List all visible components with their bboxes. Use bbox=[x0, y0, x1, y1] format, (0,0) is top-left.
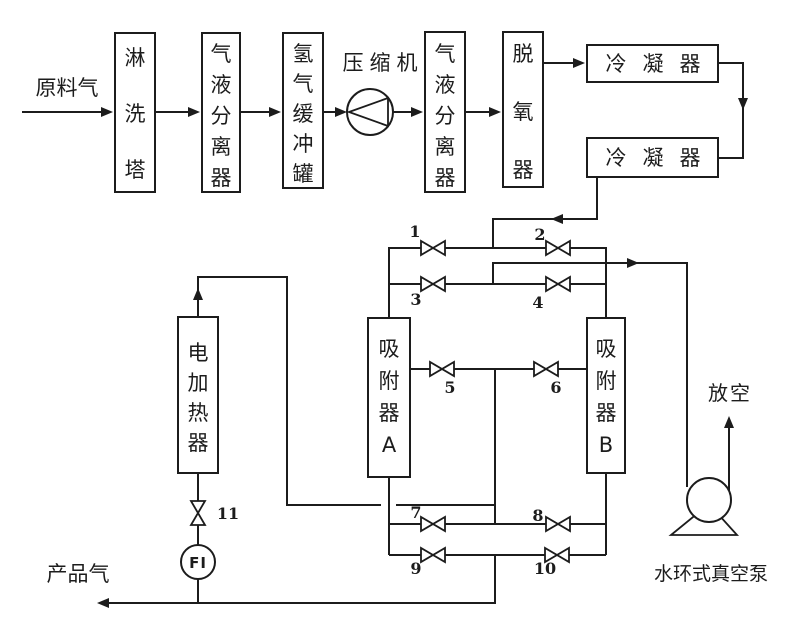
label-valve-10: 10 bbox=[534, 559, 556, 578]
separator1-box bbox=[201, 32, 241, 193]
label-condenser2: 冷凝器 bbox=[606, 146, 701, 170]
label-separator2: 气液分离器 bbox=[435, 42, 456, 190]
label-valve-1: 1 bbox=[409, 222, 420, 241]
arrow-into-condenser1 bbox=[573, 58, 585, 68]
label-valve-8: 8 bbox=[532, 506, 543, 525]
valve-10 bbox=[544, 546, 570, 564]
label-valve-7: 7 bbox=[410, 503, 421, 522]
label-valve-9: 9 bbox=[410, 559, 421, 578]
valve-1 bbox=[420, 239, 446, 257]
arrow-heater-outlet bbox=[193, 288, 203, 300]
arrow-to-vacuum-line bbox=[627, 258, 639, 268]
heater-box bbox=[177, 316, 219, 474]
label-product-gas: 产品气 bbox=[47, 562, 110, 586]
label-valve-4: 4 bbox=[532, 293, 543, 312]
washing-tower-box bbox=[114, 32, 156, 193]
label-valve-5: 5 bbox=[444, 378, 455, 397]
arrow-into-compressor bbox=[335, 107, 347, 117]
label-valve-3: 3 bbox=[410, 290, 421, 309]
flow-indicator-symbol bbox=[180, 544, 216, 580]
valve-9 bbox=[420, 546, 446, 564]
arrow-product-out bbox=[97, 598, 109, 608]
pipe-product-outlet bbox=[103, 555, 496, 604]
buffer-tank-box bbox=[282, 32, 324, 189]
arrow-vent-up bbox=[724, 416, 734, 428]
valve-4 bbox=[545, 275, 571, 293]
arrow-feed-into-tower bbox=[101, 107, 113, 117]
deoxidizer-box bbox=[502, 31, 544, 188]
label-washing-tower: 淋洗塔 bbox=[125, 46, 146, 182]
label-vacuum-pump: 水环式真空泵 bbox=[654, 563, 768, 585]
valve-8 bbox=[545, 515, 571, 533]
pipe-condenser2-to-feed-header bbox=[492, 177, 598, 248]
label-vent: 放空 bbox=[708, 381, 752, 405]
label-separator1: 气液分离器 bbox=[211, 42, 232, 190]
label-valve-11: 11 bbox=[217, 504, 239, 523]
arrow-to-feed-header bbox=[551, 214, 563, 224]
valve-11 bbox=[189, 500, 207, 526]
arrow-into-deoxidizer bbox=[489, 107, 501, 117]
valve-7 bbox=[420, 515, 446, 533]
condenser1-box bbox=[586, 44, 719, 83]
compressor-symbol bbox=[346, 88, 394, 136]
label-flow-indicator: FI bbox=[189, 554, 207, 572]
valve-5 bbox=[429, 360, 455, 378]
separator2-box bbox=[424, 31, 466, 193]
arrow-into-condenser2 bbox=[738, 98, 748, 110]
compressor-triangle-icon bbox=[346, 96, 389, 128]
arrow-into-separator1 bbox=[188, 107, 200, 117]
label-deoxidizer: 脱氧器 bbox=[513, 42, 534, 182]
label-feed-gas: 原料气 bbox=[36, 76, 99, 100]
label-heater: 电加热器 bbox=[188, 341, 209, 455]
label-buffer-tank: 氢气缓冲罐 bbox=[293, 42, 314, 186]
pipe-evac-to-vacuum-pump bbox=[492, 262, 688, 487]
vacuum-pump-symbol bbox=[686, 477, 732, 523]
label-valve-2: 2 bbox=[534, 225, 545, 244]
valve-3 bbox=[420, 275, 446, 293]
arrow-into-buffer bbox=[269, 107, 281, 117]
adsorber-b-box bbox=[586, 317, 626, 474]
valve-2 bbox=[545, 239, 571, 257]
pipe-heater-loop bbox=[197, 276, 381, 506]
valve-6 bbox=[533, 360, 559, 378]
label-condenser1: 冷凝器 bbox=[606, 52, 701, 76]
arrow-into-separator2 bbox=[411, 107, 423, 117]
label-compressor: 压缩机 bbox=[343, 51, 418, 75]
label-valve-6: 6 bbox=[550, 378, 561, 397]
condenser2-box bbox=[586, 137, 719, 178]
adsorber-a-box bbox=[367, 317, 411, 478]
pipe-condenser1-to-condenser2 bbox=[718, 62, 744, 159]
